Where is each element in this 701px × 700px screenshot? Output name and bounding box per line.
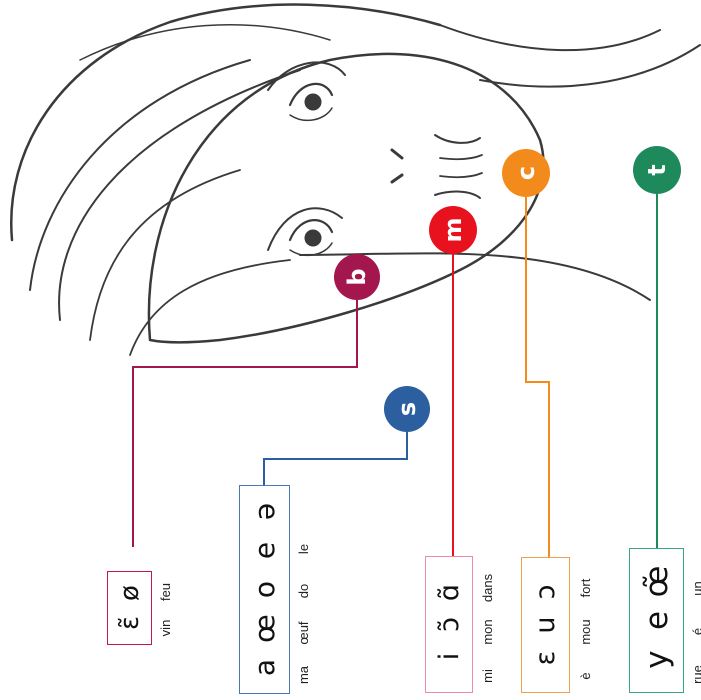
phoneme-symbol: i — [433, 652, 465, 661]
connector-line-b — [132, 300, 358, 547]
circle-marker-m: m — [429, 206, 477, 254]
hair-back-upper — [439, 24, 661, 52]
example-word: un — [690, 581, 701, 596]
example-word: dans — [480, 573, 495, 603]
phoneme-symbol: œ — [248, 614, 281, 643]
lip-mid-1 — [439, 154, 483, 161]
phoneme-symbol: ɛ — [530, 650, 561, 666]
marker-circle — [334, 254, 380, 300]
lower-eyelid-2 — [289, 242, 333, 257]
phoneme-symbol: o — [248, 580, 281, 599]
marker-circle — [502, 149, 550, 197]
example-word: vin — [158, 619, 173, 637]
example-words-c: è mou fort — [578, 566, 593, 698]
marker-label: t — [643, 164, 671, 175]
example-word: feu — [158, 582, 173, 602]
eye-bottom — [304, 229, 322, 247]
marker-label: s — [393, 402, 421, 416]
phoneme-symbol: u — [530, 616, 561, 634]
face-drawing — [10, 3, 701, 356]
lip-lower — [434, 190, 481, 199]
example-word: ma — [296, 665, 311, 685]
hair-outline — [10, 3, 442, 242]
circle-marker-s: s — [384, 386, 430, 432]
phoneme-symbol: y — [638, 650, 675, 669]
neck-line — [479, 44, 701, 88]
upper-eyelid — [288, 82, 334, 107]
phoneme-box-b: ɛ̃ ø — [107, 571, 152, 645]
phoneme-box-s: a œ o e ə — [239, 485, 290, 694]
eyebrow-top — [267, 61, 346, 91]
example-word: mou — [578, 619, 593, 645]
marker-label: b — [343, 268, 371, 285]
phoneme-symbol: ɔ̃ — [433, 617, 465, 632]
phoneme-box-c: ɛ u ɔ — [521, 557, 570, 693]
hair-strand-1 — [29, 59, 251, 291]
nose-top — [390, 148, 404, 160]
example-word: mi — [480, 669, 495, 683]
lip-upper — [434, 134, 481, 144]
eye-top — [304, 93, 322, 111]
example-word: mon — [480, 619, 495, 645]
phoneme-symbol: œ̃ — [638, 565, 675, 598]
marker-circle — [633, 146, 681, 194]
connector-line-s — [263, 432, 408, 486]
hair-strand-3 — [89, 169, 241, 341]
eyebrow-bottom — [267, 207, 343, 251]
example-word: fort — [578, 578, 593, 598]
phoneme-box-m: i ɔ̃ ɑ̃ — [425, 556, 473, 693]
example-words-s: ma œuf do le — [296, 528, 311, 696]
marker-circle — [429, 206, 477, 254]
example-word: le — [296, 543, 311, 555]
example-word: rue — [690, 665, 701, 684]
phoneme-symbol: ø — [114, 585, 145, 601]
phoneme-symbol: ɛ̃ — [114, 615, 145, 631]
phoneme-symbol: ɔ — [530, 584, 561, 600]
marker-label: m — [439, 217, 467, 242]
example-words-m: mi mon dans — [480, 566, 495, 698]
lower-eyelid — [289, 107, 333, 122]
phoneme-box-t: y e œ̃ — [629, 548, 684, 693]
marker-label: c — [512, 166, 540, 180]
nose-bottom — [390, 173, 404, 184]
marker-circle — [384, 386, 430, 432]
phoneme-symbol: e — [638, 610, 675, 631]
phoneme-symbol: ɑ̃ — [433, 583, 465, 602]
example-words-t: rue é un — [690, 567, 701, 696]
hair-strand-5 — [79, 23, 331, 61]
example-words-b: vin feu — [158, 574, 173, 646]
circle-marker-t: t — [633, 146, 681, 194]
lip-mid-2 — [439, 172, 483, 179]
circle-markers: b s m c t — [334, 146, 681, 432]
example-word: œuf — [296, 621, 311, 645]
hair-strand-4 — [129, 259, 291, 356]
connector-lines — [132, 194, 658, 568]
example-word: do — [296, 583, 311, 599]
circle-marker-b: b — [334, 254, 380, 300]
example-word: é — [690, 610, 701, 653]
upper-eyelid-2 — [288, 219, 334, 242]
face-outline — [147, 52, 545, 344]
phoneme-symbol: ə — [248, 502, 281, 521]
example-word: è — [578, 672, 593, 680]
circle-marker-c: c — [502, 149, 550, 197]
phoneme-symbol: e — [248, 541, 281, 560]
phoneme-symbol: a — [248, 658, 281, 677]
hair-strand-2 — [58, 69, 301, 321]
connector-line-c — [525, 197, 550, 568]
